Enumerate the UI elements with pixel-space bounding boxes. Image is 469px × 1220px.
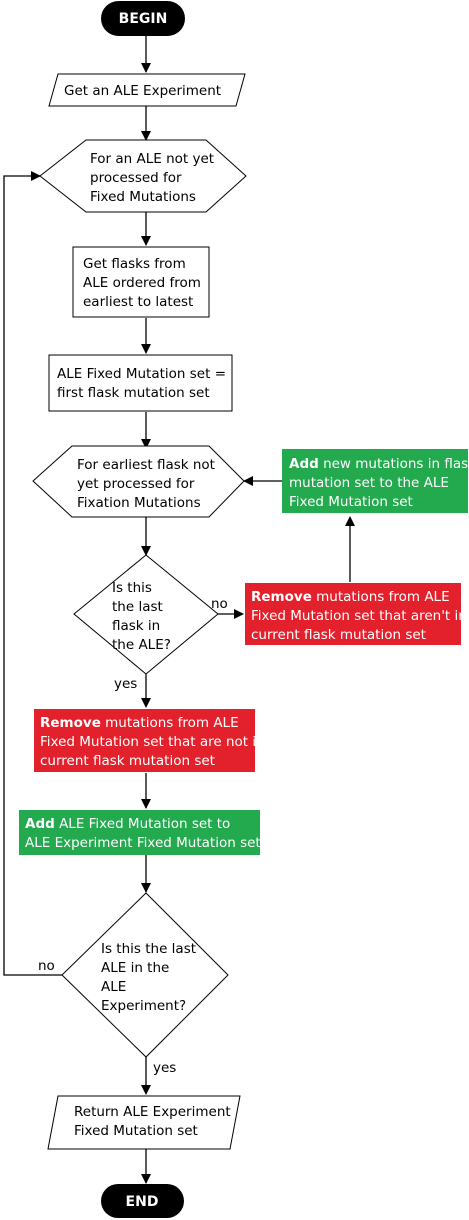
is-last-ale-line-3: ALE	[101, 979, 126, 995]
remove-a-line-2: Fixed Mutation set that aren't in	[251, 608, 467, 624]
remove-a-line-3: current flask mutation set	[251, 627, 426, 643]
remove-are-not-process: Remove mutations from ALE Fixed Mutation…	[34, 709, 265, 772]
return-line-1: Return ALE Experiment	[74, 1104, 231, 1120]
remove-a-line-1: Remove mutations from ALE	[251, 589, 450, 605]
for-ale-line-3: Fixed Mutations	[90, 189, 196, 205]
fixed-set-init-process: ALE Fixed Mutation set = first flask mut…	[48, 354, 233, 412]
return-line-2: Fixed Mutation set	[74, 1123, 198, 1139]
label-yes-flask: yes	[114, 676, 137, 692]
for-flask-line-2: yet processed for	[77, 476, 195, 492]
remove-aren't-process: Remove mutations from ALE Fixed Mutation…	[245, 583, 467, 645]
connectors	[3, 36, 282, 1184]
add-exp-line-2: ALE Experiment Fixed Mutation set	[25, 835, 261, 851]
get-flasks-line-3: earliest to latest	[83, 294, 193, 310]
get-experiment-io: Get an ALE Experiment	[48, 73, 246, 107]
label-no-flask: no	[211, 596, 228, 612]
add-new-line-1: Add new mutations in flask	[289, 456, 469, 472]
remove-b-bold: Remove	[40, 715, 101, 731]
label-yes-ale: yes	[153, 1060, 176, 1076]
get-flasks-line-2: ALE ordered from	[83, 275, 201, 291]
remove-b-line-1: Remove mutations from ALE	[40, 715, 239, 731]
add-new-process: Add new mutations in flask mutation set …	[282, 449, 469, 513]
add-new-line-3: Fixed Mutation set	[289, 494, 413, 510]
for-flask-line-3: Fixation Mutations	[77, 495, 201, 511]
end-terminal: END	[101, 1184, 184, 1218]
add-to-experiment-process: Add ALE Fixed Mutation set to ALE Experi…	[19, 810, 261, 855]
add-new-bold: Add	[289, 456, 319, 472]
label-no-ale: no	[38, 958, 55, 974]
add-exp-line-1: Add ALE Fixed Mutation set to	[25, 816, 230, 832]
begin-label: BEGIN	[119, 11, 168, 27]
fixed-set-init-line-1: ALE Fixed Mutation set =	[57, 366, 226, 382]
add-exp-rest: ALE Fixed Mutation set to	[55, 816, 231, 832]
is-last-ale-line-4: Experiment?	[101, 998, 186, 1014]
is-last-flask-line-2: the last	[112, 599, 163, 615]
is-last-flask-line-4: the ALE?	[112, 637, 171, 653]
for-flask-line-1: For earliest flask not	[77, 457, 215, 473]
begin-terminal: BEGIN	[101, 1, 185, 36]
get-flasks-process: Get flasks from ALE ordered from earlies…	[72, 246, 210, 318]
remove-b-line-3: current flask mutation set	[40, 753, 215, 769]
is-last-ale-decision: Is this the last ALE in the ALE Experime…	[61, 892, 229, 1058]
end-label: END	[126, 1194, 159, 1210]
edge-lastale-no-loop	[3, 171, 62, 976]
fixed-set-init-line-2: first flask mutation set	[57, 385, 210, 401]
add-new-line-2: mutation set to the ALE	[289, 475, 449, 491]
get-flasks-line-1: Get flasks from	[83, 256, 186, 272]
is-last-flask-line-3: flask in	[112, 618, 160, 634]
for-flask-loop: For earliest flask not yet processed for…	[32, 445, 245, 518]
add-new-rest: new mutations in flask	[319, 456, 469, 472]
remove-a-rest: mutations from ALE	[312, 589, 450, 605]
for-ale-line-1: For an ALE not yet	[90, 151, 214, 167]
remove-b-line-2: Fixed Mutation set that are not in	[40, 734, 265, 750]
add-exp-bold: Add	[25, 816, 55, 832]
remove-b-rest: mutations from ALE	[101, 715, 239, 731]
return-io: Return ALE Experiment Fixed Mutation set	[47, 1095, 241, 1150]
for-ale-line-2: processed for	[90, 170, 182, 186]
is-last-ale-line-2: ALE in the	[101, 960, 169, 976]
is-last-flask-line-1: Is this	[112, 580, 152, 596]
for-ale-loop: For an ALE not yet processed for Fixed M…	[39, 139, 247, 213]
remove-a-bold: Remove	[251, 589, 312, 605]
is-last-ale-line-1: Is this the last	[101, 941, 196, 957]
get-experiment-label: Get an ALE Experiment	[64, 83, 221, 99]
is-last-flask-decision: Is this the last flask in the ALE?	[73, 554, 219, 675]
